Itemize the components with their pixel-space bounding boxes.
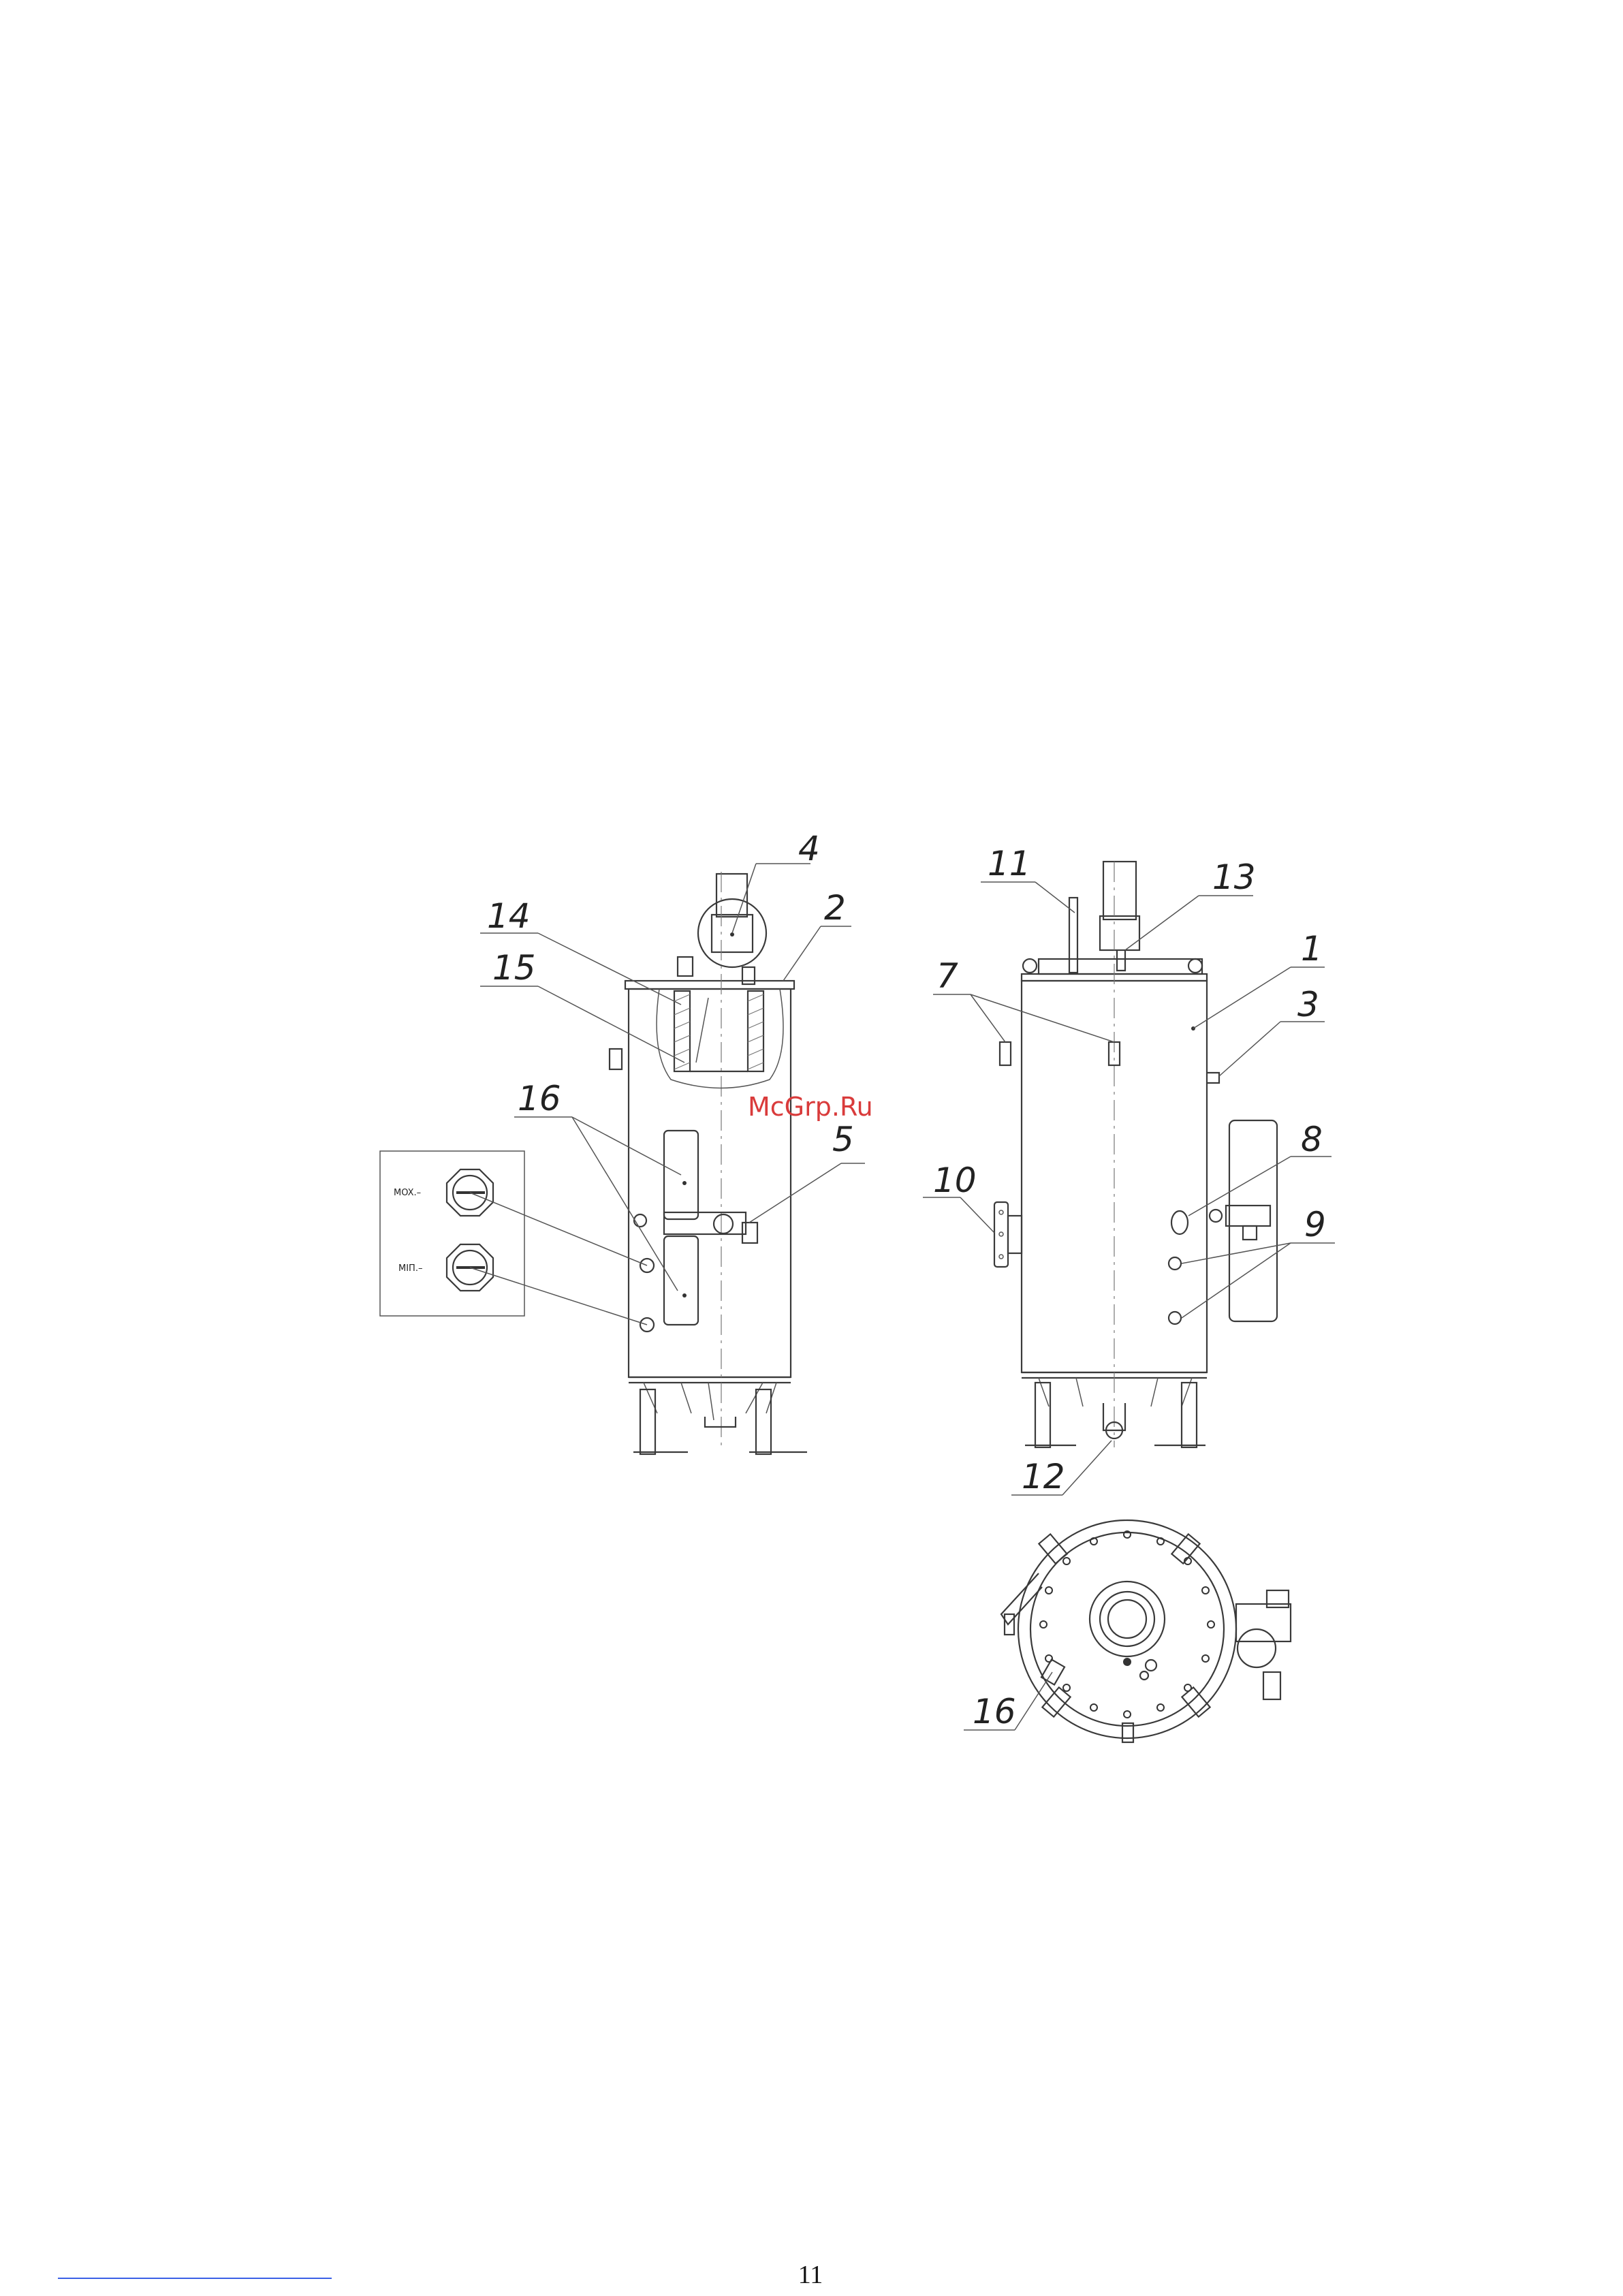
top-cover <box>625 981 794 989</box>
callout-10: 10 <box>933 1161 977 1200</box>
top-fitting <box>678 957 693 976</box>
callout-15: 15 <box>492 948 536 988</box>
callout-16-top: 16 <box>973 1692 1016 1731</box>
callout-9: 9 <box>1304 1205 1326 1244</box>
callout-14: 14 <box>487 896 531 936</box>
leg-left <box>640 1389 655 1454</box>
flue-box-right <box>1100 916 1139 950</box>
top-view-outer-ring <box>1018 1520 1236 1738</box>
callout-4: 4 <box>798 829 820 868</box>
chimney-pipe-right <box>1103 862 1136 919</box>
front-view <box>480 864 865 1454</box>
callout-3: 3 <box>1297 985 1319 1024</box>
callout-13: 13 <box>1212 858 1256 897</box>
page-number: 11 <box>776 2260 845 2290</box>
callout-12: 12 <box>1022 1457 1065 1496</box>
gauge-max-label: MOX.– <box>394 1188 421 1198</box>
callout-5: 5 <box>832 1120 854 1159</box>
tank-body <box>629 989 791 1377</box>
watermark: McGrp.Ru <box>748 1092 873 1122</box>
callout-8: 8 <box>1301 1120 1323 1159</box>
gauge-min-label: MIП.– <box>398 1263 422 1274</box>
callout-16-front: 16 <box>518 1079 561 1118</box>
side-view <box>923 862 1335 1495</box>
top-view-burner <box>1236 1604 1291 1641</box>
sight-glass-lower <box>664 1236 698 1325</box>
callout-11: 11 <box>988 844 1031 883</box>
burner-bracket-right <box>1226 1206 1270 1226</box>
gauge-inset: MOX.– MIП.– <box>380 1151 647 1325</box>
side-fitting-left <box>610 1049 622 1069</box>
callout-2: 2 <box>824 888 846 928</box>
footer-rule <box>58 2278 332 2279</box>
callout-1: 1 <box>1301 929 1323 969</box>
gauge-inset-frame <box>380 1151 524 1316</box>
callout-7: 7 <box>936 956 958 996</box>
cutaway-outline <box>657 989 783 1088</box>
side-flange <box>994 1202 1008 1267</box>
leg-right <box>756 1389 771 1454</box>
